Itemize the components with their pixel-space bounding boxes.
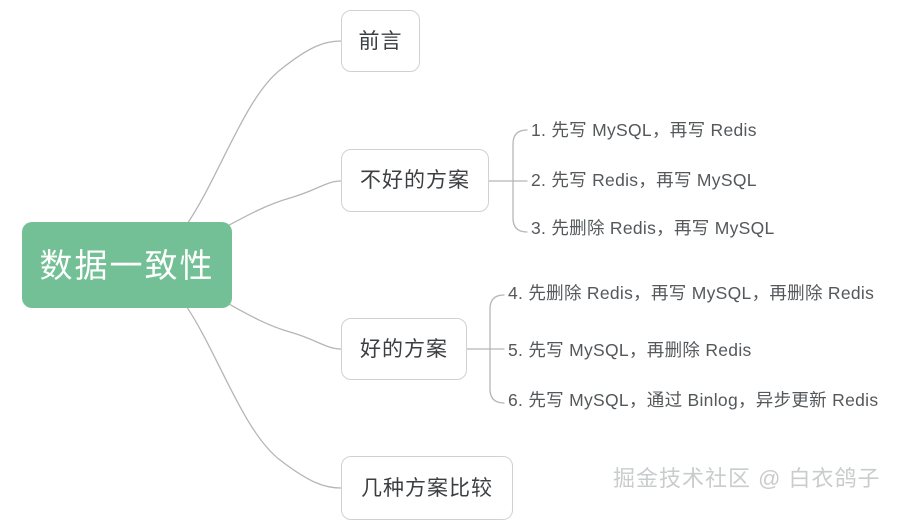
root-node-label: 数据一致性 bbox=[39, 246, 215, 284]
leaf-item-bad-1[interactable]: 1. 先写 MySQL，再写 Redis bbox=[531, 120, 757, 140]
mindmap-node-good-schemes[interactable]: 好的方案 bbox=[341, 318, 467, 380]
node-preface-label: 前言 bbox=[358, 29, 403, 53]
leaf-item-good-6[interactable]: 6. 先写 MySQL，通过 Binlog，异步更新 Redis bbox=[508, 390, 879, 410]
bracket-bad bbox=[512, 129, 528, 233]
leaf-item-bad-2[interactable]: 2. 先写 Redis，再写 MySQL bbox=[531, 170, 757, 190]
node-comparison-label: 几种方案比较 bbox=[361, 476, 493, 500]
mindmap-node-preface[interactable]: 前言 bbox=[341, 10, 420, 72]
leaf-item-bad-3[interactable]: 3. 先删除 Redis，再写 MySQL bbox=[531, 218, 775, 238]
node-bad-schemes-label: 不好的方案 bbox=[360, 169, 470, 192]
node-good-schemes-label: 好的方案 bbox=[360, 337, 448, 361]
mindmap-node-comparison[interactable]: 几种方案比较 bbox=[341, 456, 513, 520]
leaf-item-good-5[interactable]: 5. 先写 MySQL，再删除 Redis bbox=[508, 340, 752, 360]
mindmap-node-bad-schemes[interactable]: 不好的方案 bbox=[341, 149, 489, 212]
bracket-good bbox=[489, 294, 505, 404]
leaf-item-good-4[interactable]: 4. 先删除 Redis，再写 MySQL，再删除 Redis bbox=[508, 283, 875, 303]
watermark-text: 掘金技术社区 @ 白衣鸽子 bbox=[613, 466, 881, 491]
mindmap-root-node[interactable]: 数据一致性 bbox=[22, 222, 232, 308]
